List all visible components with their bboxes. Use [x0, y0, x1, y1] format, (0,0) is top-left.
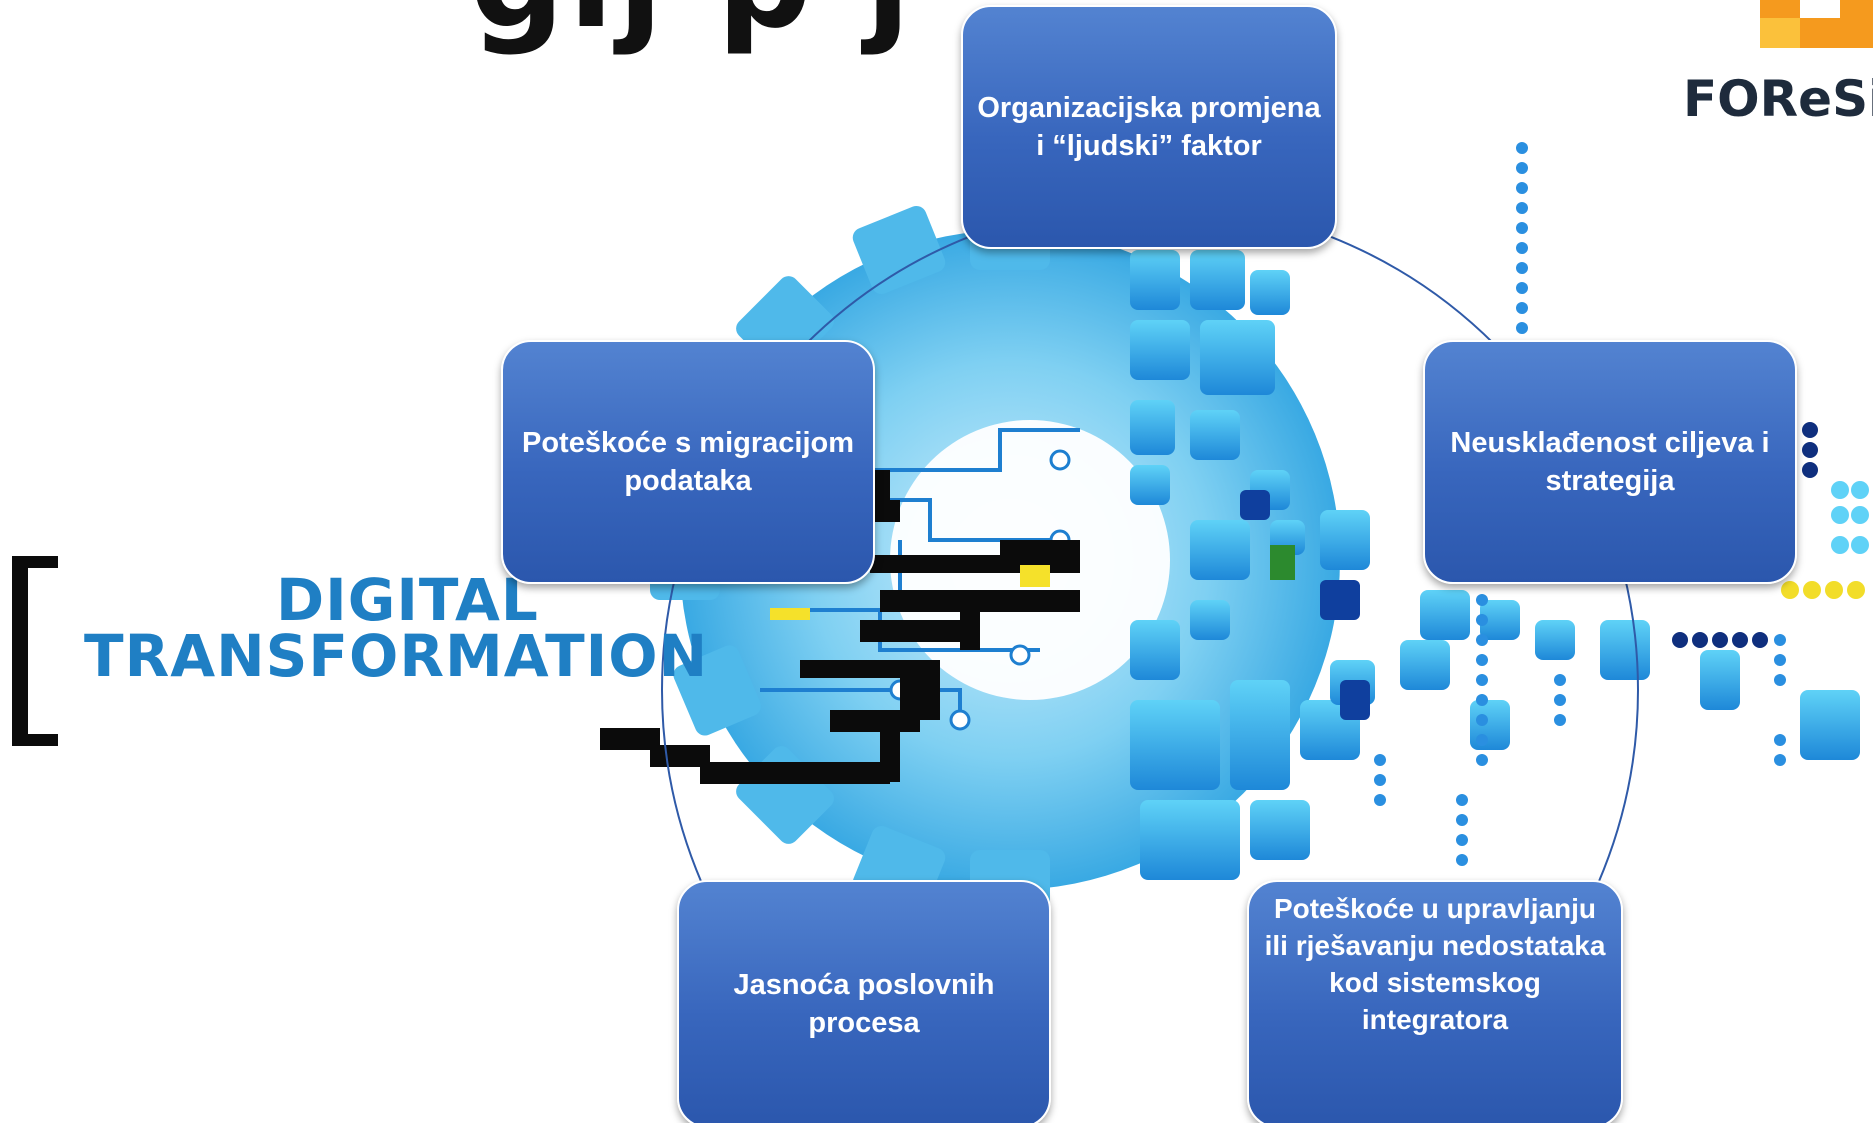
- node-label: Organizacijska promjena i “ljudski” fakt…: [977, 92, 1321, 162]
- slide-title-fragment: gij p j: [470, 0, 915, 58]
- digital-label: DIGITAL: [276, 566, 539, 634]
- transformation-label: TRANSFORMATION: [84, 622, 709, 690]
- node-label: Poteškoće s migracijom podataka: [521, 427, 855, 497]
- cycle-node-organizational-change: Organizacijska promjena i “ljudski” fakt…: [961, 5, 1337, 249]
- cycle-node-data-migration: Poteškoće s migracijom podataka: [501, 340, 875, 584]
- cycle-node-goal-misalignment: Neusklađenost ciljeva i strategija: [1423, 340, 1797, 584]
- node-label: Poteškoće u upravljanju ili rješavanju n…: [1264, 893, 1606, 1035]
- foresight-logo-icon: [1760, 0, 1873, 48]
- bracket-icon: [12, 556, 58, 746]
- foresight-logo-text: FOReSiG: [1683, 70, 1873, 128]
- node-label: Jasnoća poslovnih procesa: [733, 969, 995, 1039]
- node-label: Neusklađenost ciljeva i strategija: [1450, 427, 1770, 497]
- cycle-node-integrator-issues: Poteškoće u upravljanju ili rješavanju n…: [1247, 880, 1623, 1123]
- cycle-node-process-clarity: Jasnoća poslovnih procesa: [677, 880, 1051, 1123]
